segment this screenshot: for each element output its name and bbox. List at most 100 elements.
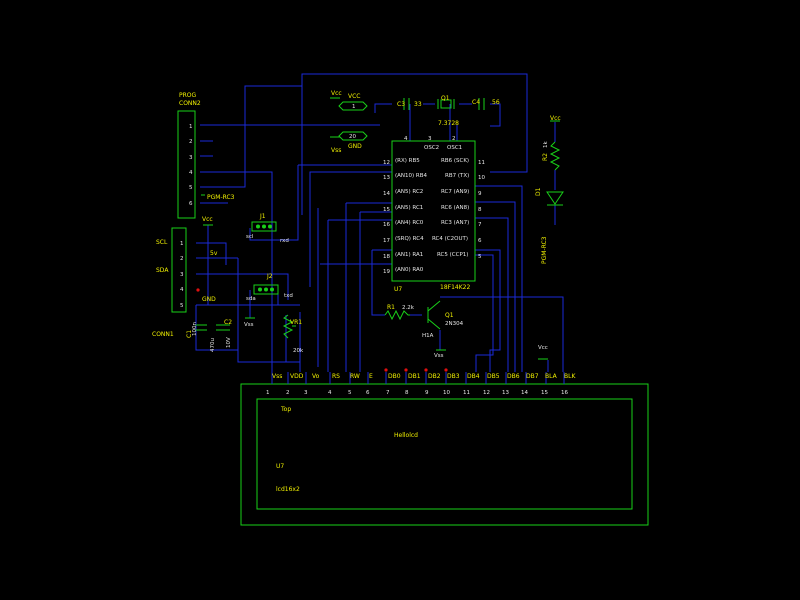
q1-crystal-label: Q1 — [441, 95, 450, 102]
conn1-label: CONN1 — [152, 331, 174, 338]
conn2-title: CONN2 — [179, 100, 201, 107]
resistor-r2 — [549, 141, 561, 171]
c4-value: 56 — [492, 99, 500, 106]
lcd-pin-name-10: DB3 — [447, 373, 460, 380]
conn1-pin-5: 5 — [180, 303, 184, 309]
r1-label: R1 — [387, 304, 395, 311]
vss-q1-label: Vss — [434, 353, 444, 359]
prog-conn2-connector — [177, 110, 196, 219]
svg-text:RB7 (TX): RB7 (TX) — [445, 173, 469, 179]
mcu-pin-17: 17 — [383, 238, 390, 244]
vr1-value: 20k — [293, 348, 304, 354]
conn2-pin-1: 1 — [189, 124, 193, 130]
lcd-pin-name-1: Vss — [272, 373, 282, 380]
conn1-connector — [171, 227, 187, 313]
svg-text:OSC2: OSC2 — [424, 145, 439, 151]
lcd-pin-name-14: DB7 — [526, 373, 539, 380]
lcd-pin-name-12: DB5 — [487, 373, 500, 380]
c2-value-b: 10V — [226, 337, 232, 348]
gnd-flag-number: 20 — [349, 134, 356, 140]
crystal-value: 7.3728 — [438, 120, 459, 127]
c1-value: 100n — [192, 322, 198, 336]
q1-transistor-part: 2N304 — [445, 321, 464, 327]
vcc-conn1-label: Vcc — [202, 216, 213, 223]
lcd-pin-name-7: DB0 — [388, 373, 401, 380]
lcd-pin-number-13: 13 — [502, 390, 509, 396]
lcd-pin-number-2: 2 — [286, 390, 290, 396]
svg-text:(AN0) RA0: (AN0) RA0 — [395, 267, 424, 273]
net-flags — [338, 101, 368, 141]
lcd-pin-number-6: 6 — [366, 390, 370, 396]
wires — [195, 73, 564, 375]
j2-sda: sda — [246, 296, 256, 302]
j1-label: J1 — [259, 213, 266, 220]
svg-text:(AN5) RC2: (AN5) RC2 — [395, 189, 423, 195]
lcd-pin-number-14: 14 — [521, 390, 528, 396]
lcd-pin-number-5: 5 — [348, 390, 352, 396]
labels: PROG CONN2 1 2 3 4 5 6 PGM-RC3 Vcc VCC 1… — [152, 90, 576, 493]
prog-title: PROG — [179, 92, 197, 99]
vcc-lcd-label: Vcc — [538, 345, 548, 351]
mcu-ref: U7 — [394, 286, 402, 293]
mcu-pin-14: 14 — [383, 191, 390, 197]
jumper-j2 — [253, 284, 279, 295]
conn2-pin-3: 3 — [189, 155, 193, 161]
svg-text:RC6 (AN8): RC6 (AN8) — [441, 205, 469, 211]
svg-text:RB6 (SCK): RB6 (SCK) — [441, 158, 469, 164]
conn1-pin-4: 4 — [180, 287, 184, 293]
mcu-pin-18: 18 — [383, 254, 390, 260]
resistor-r1 — [384, 309, 410, 321]
conn1-pin-3: 3 — [180, 272, 184, 278]
mcu-pin-9: 9 — [478, 191, 482, 197]
mcu-pin-15: 15 — [383, 207, 390, 213]
capacitor-c3 — [403, 98, 410, 110]
mcu-pin-8: 8 — [478, 207, 482, 213]
lcd-pin-name-15: BLA — [545, 373, 558, 380]
lcd-pin-number-4: 4 — [328, 390, 332, 396]
pgm-rc3-label-right: PGM-RC3 — [541, 236, 548, 264]
lcd-pin-stubs — [271, 372, 565, 384]
svg-text:(AN10) RB4: (AN10) RB4 — [395, 173, 428, 179]
conn1-pin-2: 2 — [180, 256, 184, 262]
lcd-pin-name-4: RS — [332, 373, 340, 380]
lcd-pin-name-11: DB4 — [467, 373, 480, 380]
svg-text:3: 3 — [428, 136, 432, 142]
lcd-top-label: Top — [280, 406, 291, 413]
pgm-rc3-label-left: PGM-RC3 — [207, 194, 235, 201]
svg-text:(AN4) RC0: (AN4) RC0 — [395, 220, 424, 226]
c2-label: C2 — [224, 319, 232, 326]
c4-label: C4 — [472, 99, 480, 106]
lcd-pin-name-13: DB6 — [507, 373, 520, 380]
r1-value: 2.2k — [402, 305, 415, 311]
lcd-pin-name-3: Vo — [312, 373, 320, 380]
mcu-pin-5: 5 — [478, 254, 482, 260]
crystal-q1 — [437, 99, 455, 109]
lcd-pin-number-1: 1 — [266, 390, 270, 396]
led-d1 — [546, 191, 564, 206]
mcu-pin-16: 16 — [383, 222, 390, 228]
vss-top-label: Vss — [331, 147, 341, 154]
d1-label: D1 — [535, 187, 542, 196]
r2-value: 1k — [543, 141, 549, 148]
svg-text:(SRQ) RC4: (SRQ) RC4 — [395, 236, 424, 242]
lcd-pin-number-16: 16 — [561, 390, 568, 396]
vcc-r2-label: Vcc — [550, 115, 561, 122]
lcd-pin-number-11: 11 — [463, 390, 470, 396]
lcd-part: lcd16x2 — [276, 486, 300, 493]
mcu-pin-13: 13 — [383, 175, 390, 181]
mcu-pin-12: 12 — [383, 160, 390, 166]
c2-value-a: 470u — [210, 338, 216, 352]
lcd-pin-name-2: VDD — [290, 373, 304, 380]
svg-text:OSC1: OSC1 — [447, 145, 462, 151]
conn2-pin-4: 4 — [189, 170, 193, 176]
capacitor-c4 — [478, 98, 485, 110]
mcu-pin-10: 10 — [478, 175, 485, 181]
j2-txd: txd — [284, 293, 293, 299]
capacitor-c1 — [195, 324, 207, 331]
transistor-q1 — [427, 300, 441, 330]
vcc-top-label: Vcc — [331, 90, 342, 97]
svg-text:RC5 (CCP1): RC5 (CCP1) — [437, 252, 468, 258]
lcd-pin-number-9: 9 — [425, 390, 429, 396]
conn2-pin-2: 2 — [189, 139, 193, 145]
gnd-net-label: GND — [348, 143, 362, 150]
